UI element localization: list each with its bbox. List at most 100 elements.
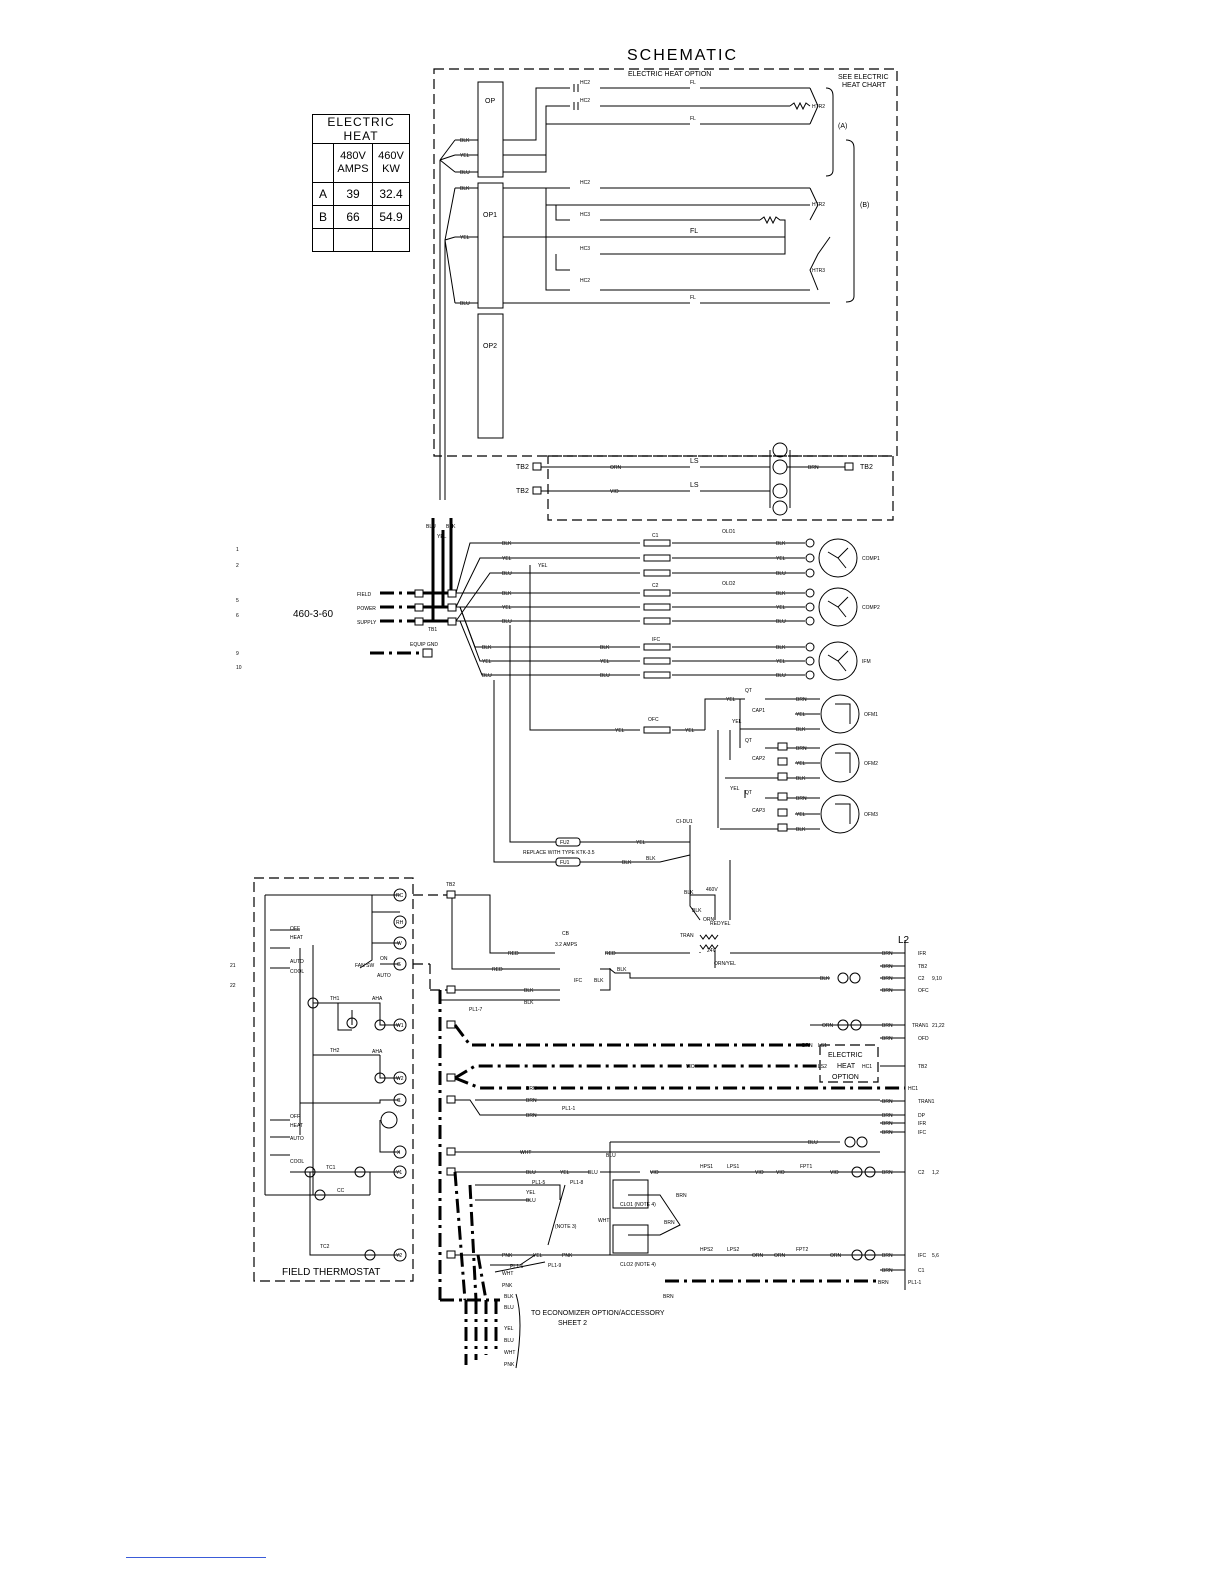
svg-text:RED: RED — [508, 951, 519, 957]
svg-text:YEL: YEL — [504, 1326, 514, 1332]
svg-text:BLK: BLK — [646, 856, 656, 862]
svg-text:COOL: COOL — [290, 969, 304, 975]
svg-text:TH2: TH2 — [330, 1048, 340, 1054]
svg-text:BRN: BRN — [882, 1170, 893, 1176]
svg-text:YEL: YEL — [776, 659, 786, 665]
svg-text:YEL: YEL — [636, 840, 646, 846]
svg-text:BLK: BLK — [692, 908, 702, 914]
svg-text:CC: CC — [337, 1188, 345, 1194]
electric-heat-option-ref — [819, 1044, 879, 1083]
supply-rating: 460-3-60 — [293, 609, 333, 620]
svg-text:21,22: 21,22 — [932, 1023, 945, 1029]
svg-text:ORN: ORN — [830, 1253, 842, 1259]
op1-block — [477, 182, 504, 309]
svg-text:IFC: IFC — [652, 637, 660, 643]
svg-text:OFC: OFC — [648, 717, 659, 723]
svg-text:OP2: OP2 — [483, 343, 497, 350]
svg-text:24V: 24V — [707, 948, 717, 954]
svg-text:W1: W1 — [396, 1023, 404, 1029]
svg-text:ORN: ORN — [610, 465, 622, 471]
svg-text:YEL: YEL — [615, 728, 625, 734]
svg-text:YEL: YEL — [460, 235, 470, 241]
svg-text:BLK: BLK — [504, 1294, 514, 1300]
svg-text:LPS1: LPS1 — [727, 1164, 739, 1170]
svg-text:BRN: BRN — [882, 1268, 893, 1274]
svg-text:3.2 AMPS: 3.2 AMPS — [555, 942, 578, 948]
svg-text:BLK: BLK — [796, 727, 806, 733]
svg-text:EQUIP GND: EQUIP GND — [410, 642, 438, 648]
svg-text:RED: RED — [605, 951, 616, 957]
svg-text:BRN: BRN — [882, 1130, 893, 1136]
svg-text:TC2: TC2 — [320, 1244, 330, 1250]
svg-text:BRN: BRN — [526, 1098, 537, 1104]
svg-text:AUTO: AUTO — [377, 973, 391, 979]
svg-text:FL: FL — [690, 80, 696, 86]
svg-text:VIO: VIO — [830, 1170, 839, 1176]
svg-text:PNK: PNK — [504, 1362, 515, 1368]
footer-link-underline[interactable] — [126, 1557, 266, 1558]
svg-text:RED: RED — [492, 967, 503, 973]
svg-text:OFD: OFD — [918, 1036, 929, 1042]
svg-text:HC2: HC2 — [580, 278, 590, 284]
svg-text:BLK: BLK — [820, 976, 830, 982]
svg-text:21: 21 — [230, 963, 236, 969]
svg-text:YEL: YEL — [538, 563, 548, 569]
svg-text:IFR: IFR — [918, 951, 926, 957]
svg-text:LS1: LS1 — [818, 1043, 827, 1049]
svg-text:FPT1: FPT1 — [800, 1164, 812, 1170]
svg-text:BLK: BLK — [776, 645, 786, 651]
svg-text:IFC: IFC — [574, 978, 582, 984]
svg-text:BRN: BRN — [796, 697, 807, 703]
svg-text:HTR2: HTR2 — [812, 202, 825, 208]
svg-text:TB2: TB2 — [516, 488, 529, 495]
limit-switch-box — [547, 455, 894, 521]
svg-text:BLU: BLU — [502, 571, 512, 577]
svg-text:X: X — [397, 1150, 401, 1156]
svg-text:PL1-8: PL1-8 — [570, 1180, 584, 1186]
svg-text:AUTO: AUTO — [290, 1136, 304, 1142]
svg-text:QT: QT — [745, 790, 752, 796]
svg-text:FL: FL — [690, 228, 698, 235]
svg-text:HC2: HC2 — [580, 180, 590, 186]
svg-text:FIELD: FIELD — [357, 592, 372, 598]
svg-text:LS2: LS2 — [818, 1064, 827, 1070]
svg-text:WHT: WHT — [520, 1150, 531, 1156]
svg-text:BLK: BLK — [502, 591, 512, 597]
svg-text:YEL: YEL — [721, 921, 731, 927]
svg-text:BLK: BLK — [460, 138, 470, 144]
svg-text:LPS2: LPS2 — [727, 1247, 739, 1253]
svg-text:YEL: YEL — [482, 659, 492, 665]
svg-text:9,10: 9,10 — [932, 976, 942, 982]
svg-text:HEAT: HEAT — [837, 1063, 856, 1070]
svg-text:LS: LS — [690, 458, 699, 465]
svg-text:Y1: Y1 — [396, 1170, 402, 1176]
svg-text:BRN: BRN — [802, 1043, 813, 1049]
svg-text:BRN: BRN — [808, 465, 819, 471]
svg-text:VIO: VIO — [610, 489, 619, 495]
svg-text:C2: C2 — [918, 976, 925, 982]
ofm2-label: OFM2 — [864, 761, 878, 767]
svg-text:YEL: YEL — [796, 812, 806, 818]
svg-text:BLU: BLU — [460, 170, 470, 176]
svg-text:TB2: TB2 — [860, 464, 873, 471]
svg-text:ORN: ORN — [752, 1253, 764, 1259]
svg-text:BLU: BLU — [504, 1338, 514, 1344]
svg-text:RC: RC — [396, 893, 404, 899]
bracket-a-label: (A) — [838, 123, 847, 130]
field-thermostat-label: FIELD THERMOSTAT — [282, 1267, 380, 1278]
svg-text:OPTION: OPTION — [832, 1074, 859, 1081]
svg-text:BRN: BRN — [526, 1113, 537, 1119]
svg-text:TRAN: TRAN — [680, 933, 694, 939]
svg-text:5: 5 — [236, 598, 239, 604]
svg-text:YEL: YEL — [437, 534, 447, 540]
svg-text:POWER: POWER — [357, 606, 376, 612]
table-row: B 66 54.9 — [312, 205, 410, 229]
svg-text:BLU: BLU — [588, 1170, 598, 1176]
svg-text:OFC: OFC — [918, 988, 929, 994]
svg-text:ORN/YEL: ORN/YEL — [714, 961, 736, 967]
svg-text:AUTO: AUTO — [290, 959, 304, 965]
svg-text:YEL: YEL — [776, 556, 786, 562]
svg-text:COOL: COOL — [290, 1159, 304, 1165]
